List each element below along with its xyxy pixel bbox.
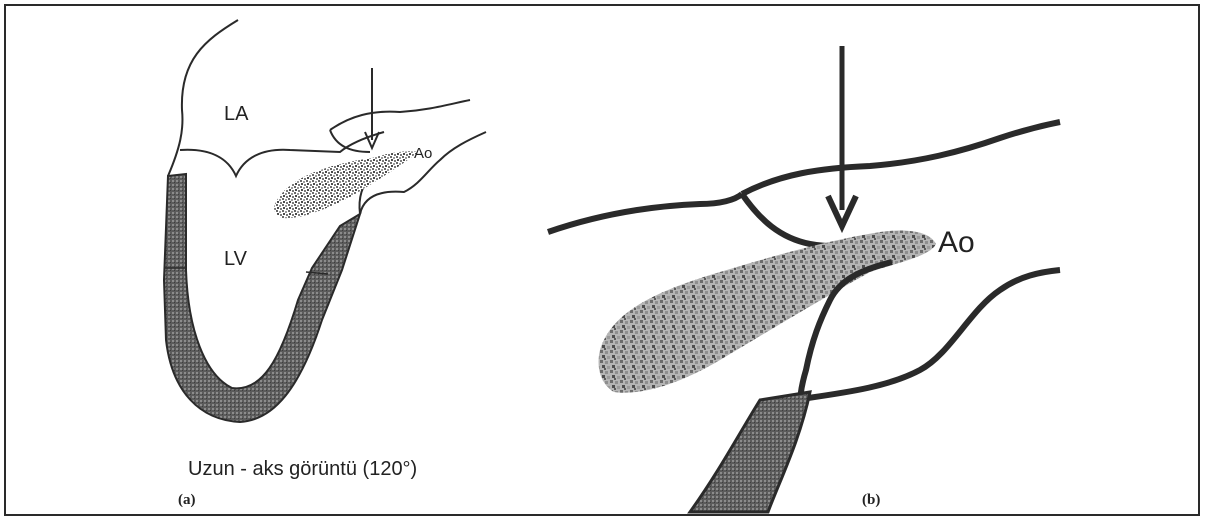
la-outline xyxy=(168,20,238,176)
upper-wall-right xyxy=(742,122,1060,194)
septal-myocardium xyxy=(690,392,810,512)
la-label: LA xyxy=(224,103,249,125)
upper-wall-left xyxy=(548,194,742,232)
ao-label: Ao xyxy=(414,145,432,162)
panel-b-diagram: Ao (b) xyxy=(548,46,1060,512)
aortic-valve-upper xyxy=(330,130,370,152)
regurgitant-jet-zoom xyxy=(599,231,936,393)
lv-label: LV xyxy=(224,248,248,270)
regurgitant-jet xyxy=(274,151,418,218)
panel-a-letter: (a) xyxy=(178,492,196,508)
panel-a-caption: Uzun - aks görüntü (120°) xyxy=(188,458,417,480)
panel-a-diagram: LA LV Ao Uzun - aks görüntü (120°) (a) xyxy=(164,20,486,508)
aortic-wall-upper xyxy=(330,100,470,130)
ao-label-zoom: Ao xyxy=(938,226,975,259)
lv-myocardium xyxy=(164,174,360,422)
aortic-wall-lower-zoom xyxy=(808,270,1060,398)
panel-b-letter: (b) xyxy=(862,492,880,508)
